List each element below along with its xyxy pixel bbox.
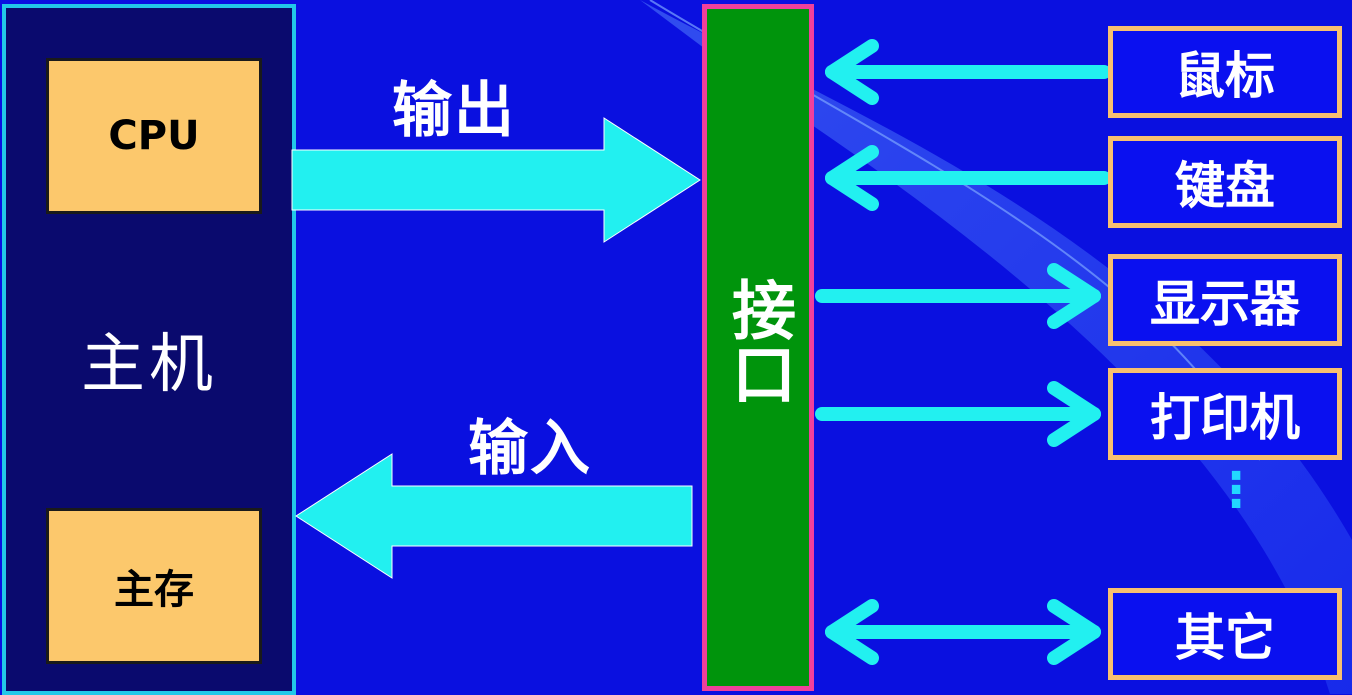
device-keyboard-label: 键盘 (1175, 157, 1275, 215)
more-devices-ellipsis: ⋮ (1212, 462, 1260, 518)
interface-box: 接口 (702, 4, 814, 691)
output-arrow (291, 117, 701, 243)
memory-label: 主存 (114, 567, 194, 613)
keyboard-connector-arrow (825, 145, 1111, 211)
cpu-box: CPU (46, 58, 262, 214)
display-connector-arrow (815, 263, 1101, 329)
host-box: CPU 主机 主存 (2, 4, 296, 695)
memory-box: 主存 (46, 508, 262, 664)
device-printer-label: 打印机 (1150, 389, 1300, 447)
device-keyboard: 键盘 (1108, 136, 1342, 228)
host-label: 主机 (81, 328, 217, 402)
cpu-label: CPU (108, 113, 200, 159)
output-label: 输出 (392, 76, 516, 146)
device-printer: 打印机 (1108, 368, 1342, 460)
printer-connector-arrow (815, 381, 1101, 447)
device-other-label: 其它 (1175, 609, 1275, 667)
device-other: 其它 (1108, 588, 1342, 680)
mouse-connector-arrow (825, 39, 1111, 105)
input-arrow (295, 453, 693, 579)
interface-label: 接口 (721, 277, 795, 405)
device-mouse: 鼠标 (1108, 26, 1342, 118)
input-label: 输入 (468, 414, 592, 484)
other-connector-arrow (825, 599, 1101, 665)
device-mouse-label: 鼠标 (1175, 47, 1275, 105)
device-display-label: 显示器 (1150, 275, 1300, 333)
device-display: 显示器 (1108, 254, 1342, 346)
